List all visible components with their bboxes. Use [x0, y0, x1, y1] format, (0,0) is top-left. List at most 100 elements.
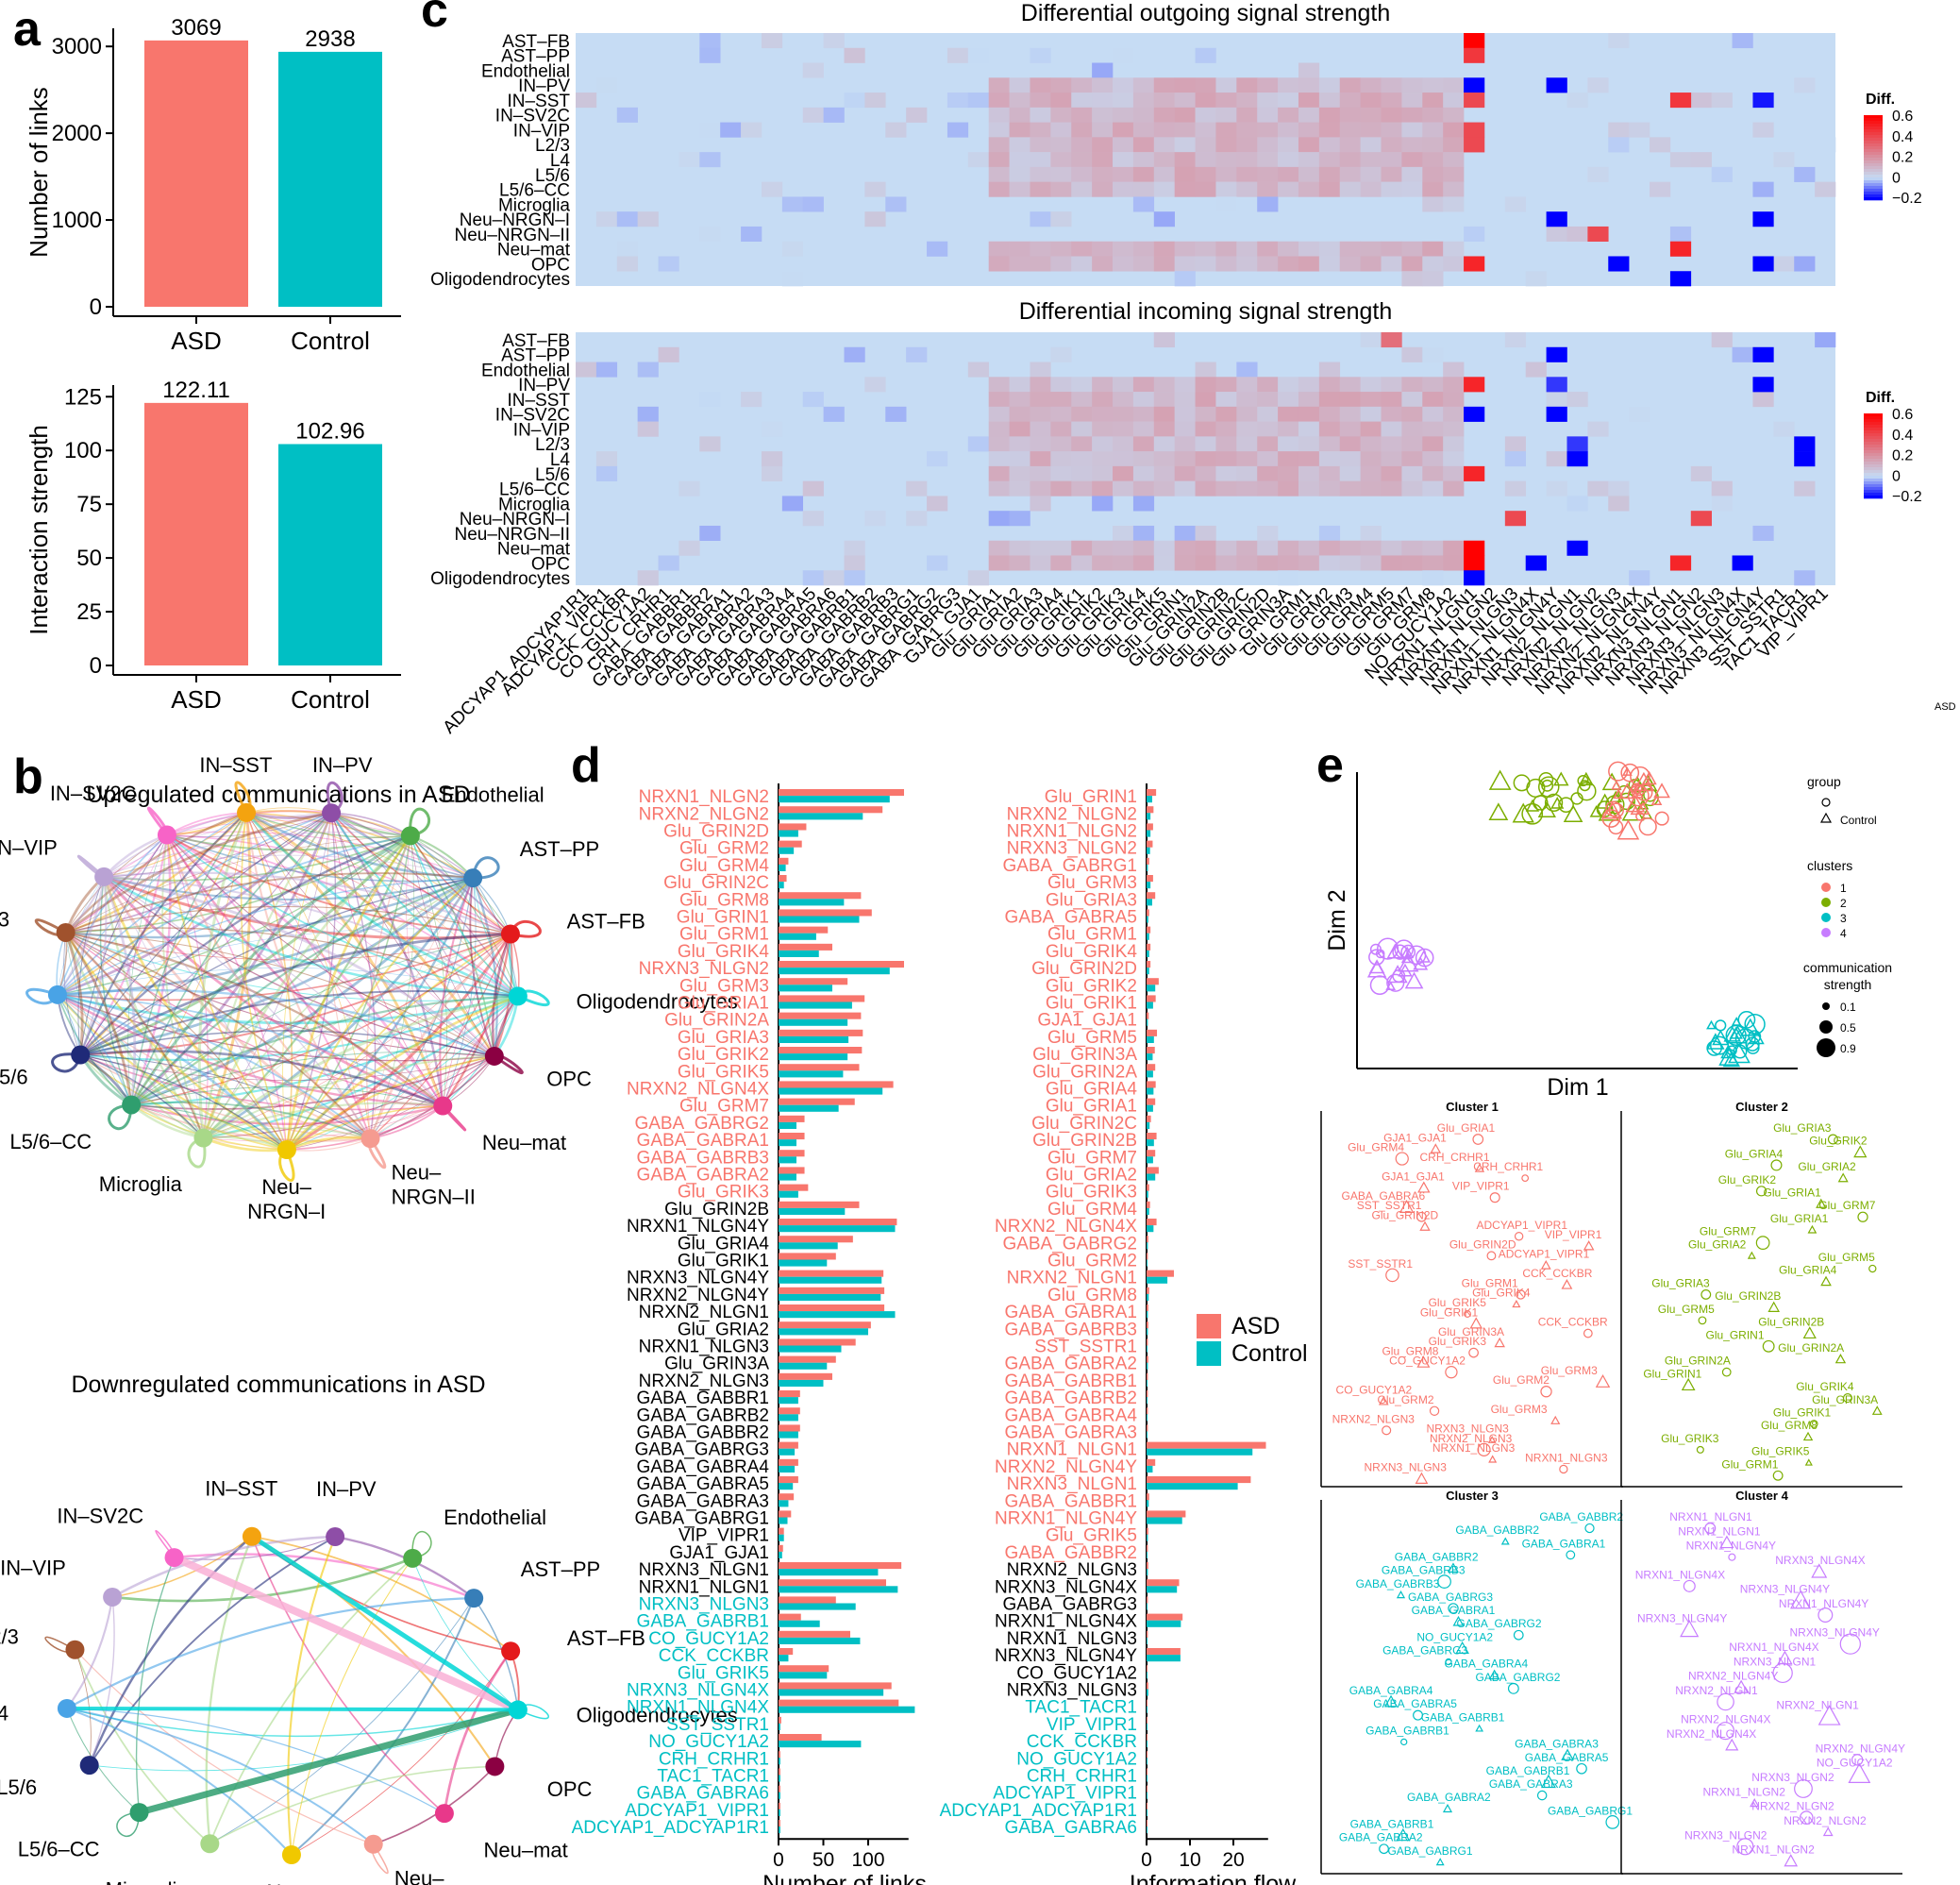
network-edge: [66, 1706, 518, 1712]
point-label: Glu_GRM2: [1493, 1373, 1550, 1387]
heatmap-cell: [1050, 421, 1072, 437]
heatmap-cell: [1071, 93, 1093, 109]
heatmap-cell: [1278, 555, 1299, 571]
heatmap-cell: [699, 152, 721, 168]
network-edge: [369, 933, 511, 1139]
network-edge: [130, 834, 172, 1105]
subpanel-point: [1512, 1299, 1521, 1308]
bar-category-label: Glu_GRIK5: [678, 1062, 769, 1082]
heatmap-cell: [1030, 377, 1051, 393]
network-node: [47, 985, 67, 1004]
network-node: [403, 1548, 423, 1568]
bar-category-label: NRXN3_NLGN2: [1007, 839, 1137, 859]
bar-control: [1147, 1242, 1148, 1250]
heatmap-cell: [1215, 392, 1237, 408]
network-edge: [103, 876, 494, 1057]
heatmap-cell: [1278, 122, 1299, 138]
heatmap-cell: [1278, 107, 1299, 123]
legend-tick-label: 0: [1892, 468, 1901, 484]
heatmap-cell: [988, 256, 1010, 272]
heatmap-cell: [1443, 93, 1465, 109]
bar-asd: [779, 1270, 884, 1277]
network-edge: [130, 812, 332, 1105]
legend-swatch: [1864, 197, 1883, 201]
bar-asd: [779, 1253, 836, 1260]
heatmap-cell: [1174, 271, 1196, 287]
legend-swatch: [1864, 416, 1883, 420]
cluster-3-point: [1706, 1040, 1722, 1056]
network-node: [500, 924, 520, 944]
bar-control: [1147, 1035, 1154, 1043]
legend-swatch: [1864, 496, 1883, 499]
cluster-1-point: [1608, 802, 1624, 818]
subpanel-point: [1437, 1574, 1451, 1589]
bar-category-label: Glu_GRIK3: [678, 1183, 769, 1203]
heatmap-cell: [699, 436, 721, 452]
heatmap-cell: [1236, 166, 1258, 182]
bar-asd: [1147, 1630, 1148, 1638]
bar-control: [1147, 1689, 1148, 1696]
network-edge: [57, 834, 411, 996]
heatmap-cell: [1629, 122, 1650, 138]
network-edge: [65, 834, 411, 934]
point-label: Glu_GRIA2: [1688, 1237, 1747, 1251]
legend-swatch: [1864, 484, 1883, 488]
point-label: GABA_GABBR2: [1539, 1510, 1623, 1523]
bar-asd: [1147, 1785, 1148, 1792]
heatmap-cell: [1113, 152, 1134, 168]
cluster-2-point: [1577, 775, 1589, 787]
point-label: NRXN1_NLGN4Y: [1779, 1597, 1868, 1610]
heatmap-cell: [1773, 152, 1795, 168]
heatmap-cell: [1009, 451, 1030, 467]
heatmap-cell: [1711, 496, 1733, 512]
bar-control: [779, 1156, 796, 1164]
heatmap-cell: [1195, 480, 1216, 496]
network-edge: [370, 878, 474, 1139]
heatmap-cell: [1092, 436, 1114, 452]
network-edge: [410, 835, 519, 998]
heatmap-cell: [1030, 122, 1051, 138]
bar-asd: [779, 1098, 855, 1105]
heatmap-cell: [1690, 465, 1712, 481]
network-node: [508, 1700, 528, 1720]
bar-control: [1147, 1448, 1253, 1456]
cluster-2-point: [1488, 802, 1509, 821]
heatmap-cell: [1422, 540, 1444, 556]
heatmap-cell: [1278, 465, 1299, 481]
subpanel-point: [1416, 1355, 1431, 1368]
bar-asd: [1147, 857, 1149, 865]
heatmap-cell: [1030, 362, 1051, 378]
bar-category-label: ADCYAP1_VIPR1: [625, 1801, 769, 1821]
heatmap-row-label: Oligodendrocytes: [430, 270, 570, 290]
heatmap-cell: [1401, 377, 1423, 393]
heatmap-cell: [1278, 451, 1299, 467]
heatmap-cell: [823, 570, 845, 586]
heatmap-cell: [802, 480, 824, 496]
heatmap-cell: [1030, 166, 1051, 182]
heatmap-cell: [1030, 241, 1051, 257]
heatmap-cell: [699, 392, 721, 408]
heatmap-cell: [1257, 451, 1279, 467]
x-tick-label: 0: [1141, 1849, 1152, 1871]
bar-category-label: GABA_GABRB1: [637, 1612, 769, 1632]
heatmap-cell: [1030, 480, 1051, 496]
heatmap-cell: [1113, 465, 1134, 481]
cluster-1-point: [1625, 794, 1646, 813]
network-node: [281, 1844, 301, 1864]
subpanel-point: [1704, 1522, 1717, 1535]
heatmap-cell: [1092, 107, 1114, 123]
network-edge: [287, 1536, 337, 1856]
heatmap-cell: [595, 211, 618, 227]
heatmap-cell: [988, 406, 1010, 422]
network-node-label: Neu–mat: [483, 1839, 567, 1862]
heatmap-cell: [1298, 137, 1320, 153]
bar-category-label: Glu_GRM7: [679, 1097, 769, 1117]
point-label: GABA_GABRA4: [1445, 1658, 1529, 1671]
legend-swatch: [1864, 476, 1883, 480]
point-label: Glu_GRM5: [1818, 1251, 1875, 1264]
heatmap-cell: [761, 451, 783, 467]
network-edge: [89, 1709, 519, 1772]
network-edge: [286, 1054, 495, 1151]
bar-control: [779, 1070, 844, 1078]
network-edge: [202, 812, 332, 1138]
